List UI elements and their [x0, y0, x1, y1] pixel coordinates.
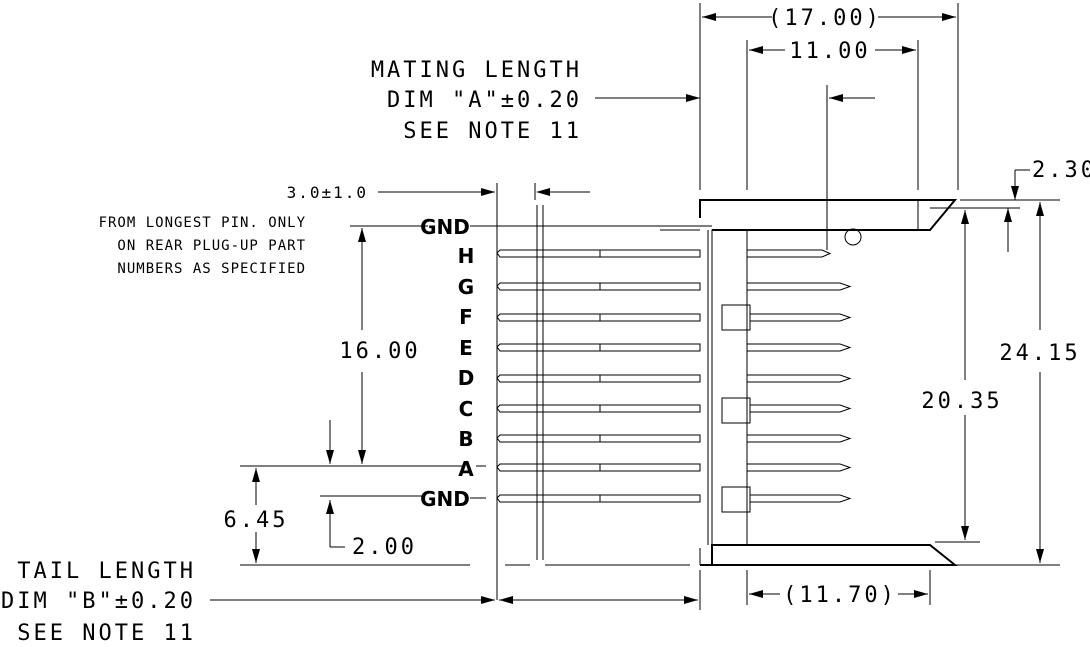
pin-label-gnd-bottom: GND	[420, 487, 470, 511]
pin-label-f: F	[459, 305, 473, 329]
dim-2415: 24.15	[999, 341, 1080, 366]
dim-200: 2.00	[352, 535, 417, 560]
tail-length-note: TAIL LENGTH DIM "B"±0.20 SEE NOTE 11	[1, 559, 701, 646]
pin-g	[496, 282, 852, 291]
pin-d	[496, 374, 852, 383]
dim-230-group: 2.30	[930, 158, 1090, 252]
dim-1170-group: (11.70)	[746, 570, 931, 608]
dim-11: 11.00	[789, 39, 870, 64]
pin-label-gnd-top: GND	[420, 215, 470, 239]
dim-17-group: (17.00)	[699, 3, 959, 190]
pin-label-h: H	[458, 244, 475, 268]
pin-label-e: E	[459, 336, 473, 360]
dim-200-group: 2.00	[320, 495, 425, 560]
longest-line-2: ON REAR PLUG-UP PART	[117, 238, 306, 254]
dim-11-group: 11.00	[746, 39, 919, 190]
longest-pin-note: 3.0±1.0 FROM LONGEST PIN. ONLY ON REAR P…	[99, 183, 590, 600]
pin-labels: GND H G F E D C B A GND	[420, 215, 486, 511]
mating-length-note: MATING LENGTH DIM "A"±0.20 SEE NOTE 11	[371, 58, 875, 250]
dim-1600: 16.00	[339, 339, 420, 364]
longest-line-1: FROM LONGEST PIN. ONLY	[99, 215, 306, 231]
tail-line-2: DIM "B"±0.20	[1, 589, 196, 614]
tail-line-3: SEE NOTE 11	[17, 621, 196, 646]
dim-3010: 3.0±1.0	[287, 183, 368, 202]
latch-circle	[844, 228, 862, 246]
dim-17: (17.00)	[768, 6, 882, 31]
pin-b	[496, 434, 852, 443]
pin-gnd-bottom	[496, 494, 852, 503]
dim-1600-group: 16.00	[326, 225, 428, 464]
pin-label-g: G	[458, 275, 474, 299]
pin-h	[496, 249, 832, 258]
pin-c	[496, 404, 852, 413]
pin-label-b: B	[458, 427, 473, 451]
mating-line-3: SEE NOTE 11	[403, 119, 582, 144]
dim-2035: 20.35	[921, 389, 1002, 414]
pin-e	[496, 343, 852, 352]
dim-230: 2.30	[1032, 158, 1090, 183]
pin-label-a: A	[458, 457, 474, 481]
pin-label-d: D	[458, 366, 475, 390]
pin-rows	[470, 225, 852, 503]
dim-1170: (11.70)	[783, 583, 897, 608]
dim-645: 6.45	[224, 508, 289, 533]
tail-line-1: TAIL LENGTH	[17, 559, 196, 584]
mating-line-2: DIM "A"±0.20	[387, 88, 582, 113]
dim-645-group: 6.45	[224, 465, 690, 566]
dim-2415-group: 24.15	[955, 202, 1080, 566]
mating-line-1: MATING LENGTH	[371, 58, 582, 83]
pin-f	[496, 313, 852, 322]
pin-label-c: C	[459, 397, 474, 421]
longest-line-3: NUMBERS AS SPECIFIED	[117, 261, 306, 277]
dim-2035-group: 20.35	[921, 210, 1002, 543]
pin-a	[496, 463, 852, 472]
